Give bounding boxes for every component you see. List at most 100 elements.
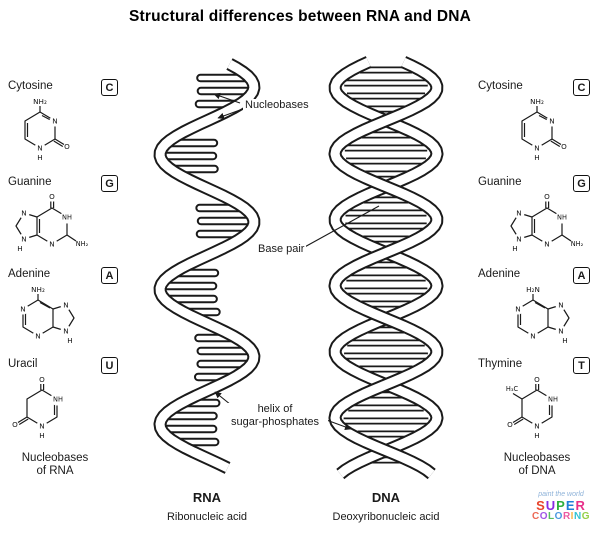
svg-text:NH: NH [62,214,72,222]
footer-dna-line2: of DNA [518,465,556,477]
supercoloring-logo: paint the world SUPER COLORING [524,489,598,522]
footer-rna-line2: of RNA [36,465,74,477]
annotation-arrows [213,92,380,431]
guanine-structure-dna: O NH NH₂ N N N H [510,192,584,253]
svg-text:O: O [64,142,70,151]
base-name-guanine-rna: Guanine [8,176,52,188]
base-name-uracil-rna: Uracil [8,358,38,370]
svg-text:N: N [21,209,26,218]
svg-text:H: H [17,244,22,253]
letter-g-rna: G [105,177,114,190]
svg-text:O: O [39,375,45,384]
footer-rna-line1: Nucleobases [21,452,89,464]
svg-text:N: N [39,422,44,431]
base-pair-leader-line [300,205,380,250]
base-name-thymine-dna: Thymine [478,358,523,370]
svg-text:NH₂: NH₂ [530,97,544,106]
letter-box-c-rna: C [101,79,118,96]
svg-text:NH: NH [557,214,567,222]
page-title: Structural differences between RNA and D… [129,8,471,25]
svg-text:N: N [558,327,563,336]
adenine-structure-rna: NH₂ N N N N H [17,285,75,345]
svg-text:H: H [67,336,72,345]
footer-dna-line1: Nucleobases [503,452,571,464]
letter-a-dna: A [577,269,586,282]
annotation-helix-line2: sugar-phosphates [230,416,320,428]
logo-word-super: SUPER [536,498,586,513]
svg-text:H: H [562,336,567,345]
footer-dna-bases: Nucleobases of DNA [482,452,592,478]
annotation-helix-line1: helix of [257,403,293,415]
svg-text:O: O [49,192,55,201]
svg-text:N: N [516,209,521,218]
letter-box-u-rna: U [101,357,118,374]
letter-g-dna: G [577,177,586,190]
letter-box-c-dna: C [573,79,590,96]
svg-text:NH: NH [548,396,558,404]
letter-box-a-dna: A [573,267,590,284]
base-name-cytosine-rna: Cytosine [8,80,53,92]
svg-text:N: N [35,332,40,341]
svg-text:H: H [534,153,539,162]
svg-text:N: N [20,305,25,314]
letter-u-rna: U [105,359,114,372]
svg-text:O: O [544,192,550,201]
svg-text:NH₂: NH₂ [76,240,89,248]
svg-text:NH: NH [53,396,63,404]
uracil-structure-rna: O NH O N H [12,375,64,440]
nucleobases-arrow-1 [213,92,241,104]
base-name-cytosine-dna: Cytosine [478,80,523,92]
annotation-base-pair: Base pair [256,243,307,255]
svg-text:H₂N: H₂N [526,285,540,294]
annotation-nucleobases: Nucleobases [243,99,311,111]
svg-text:N: N [52,117,57,126]
svg-text:N: N [558,301,563,310]
letter-box-a-rna: A [101,267,118,284]
letter-box-t-dna: T [573,357,590,374]
thymine-structure-dna: H₃C O NH O N H [506,375,559,440]
letter-c-dna: C [577,81,586,94]
svg-text:NH₂: NH₂ [33,97,47,106]
svg-text:N: N [21,235,26,244]
letter-c-rna: C [105,81,114,94]
base-name-adenine-dna: Adenine [478,268,521,280]
base-name-guanine-dna: Guanine [478,176,522,188]
svg-text:H₃C: H₃C [506,385,519,393]
letter-a-rna: A [105,269,114,282]
svg-text:N: N [37,144,42,153]
svg-text:O: O [534,375,540,384]
base-name-adenine-rna: Adenine [8,268,51,280]
svg-text:N: N [515,305,520,314]
letter-box-g-rna: G [101,175,118,192]
svg-text:H: H [39,431,44,440]
svg-text:N: N [534,144,539,153]
svg-text:NH₂: NH₂ [31,285,45,294]
dna-helix-drawing [328,56,444,480]
dna-label: DNA [371,490,401,505]
svg-text:N: N [534,422,539,431]
svg-text:N: N [549,117,554,126]
svg-text:N: N [63,301,68,310]
svg-text:O: O [12,420,18,429]
svg-text:NH₂: NH₂ [571,240,584,248]
rna-full-name: Ribonucleic acid [166,511,248,523]
svg-text:H: H [37,153,42,162]
annotation-helix: helix of sugar-phosphates [222,403,328,429]
svg-text:H: H [534,431,539,440]
dna-full-name: Deoxyribonucleic acid [332,511,440,523]
guanine-structure-rna: O NH NH₂ N N N H [15,192,89,253]
letter-box-g-dna: G [573,175,590,192]
svg-text:N: N [63,327,68,336]
letter-t-dna: T [578,359,585,372]
svg-text:N: N [544,240,549,249]
svg-text:N: N [49,240,54,249]
svg-text:O: O [507,420,513,429]
svg-text:N: N [516,235,521,244]
logo-tagline: paint the world [538,491,584,498]
logo-word-coloring: COLORING [532,511,590,522]
rna-label: RNA [192,490,222,505]
nucleobases-arrow-2 [217,109,241,120]
cytosine-structure-dna: NH₂ N N O H [521,97,567,162]
footer-rna-bases: Nucleobases of RNA [0,452,110,478]
